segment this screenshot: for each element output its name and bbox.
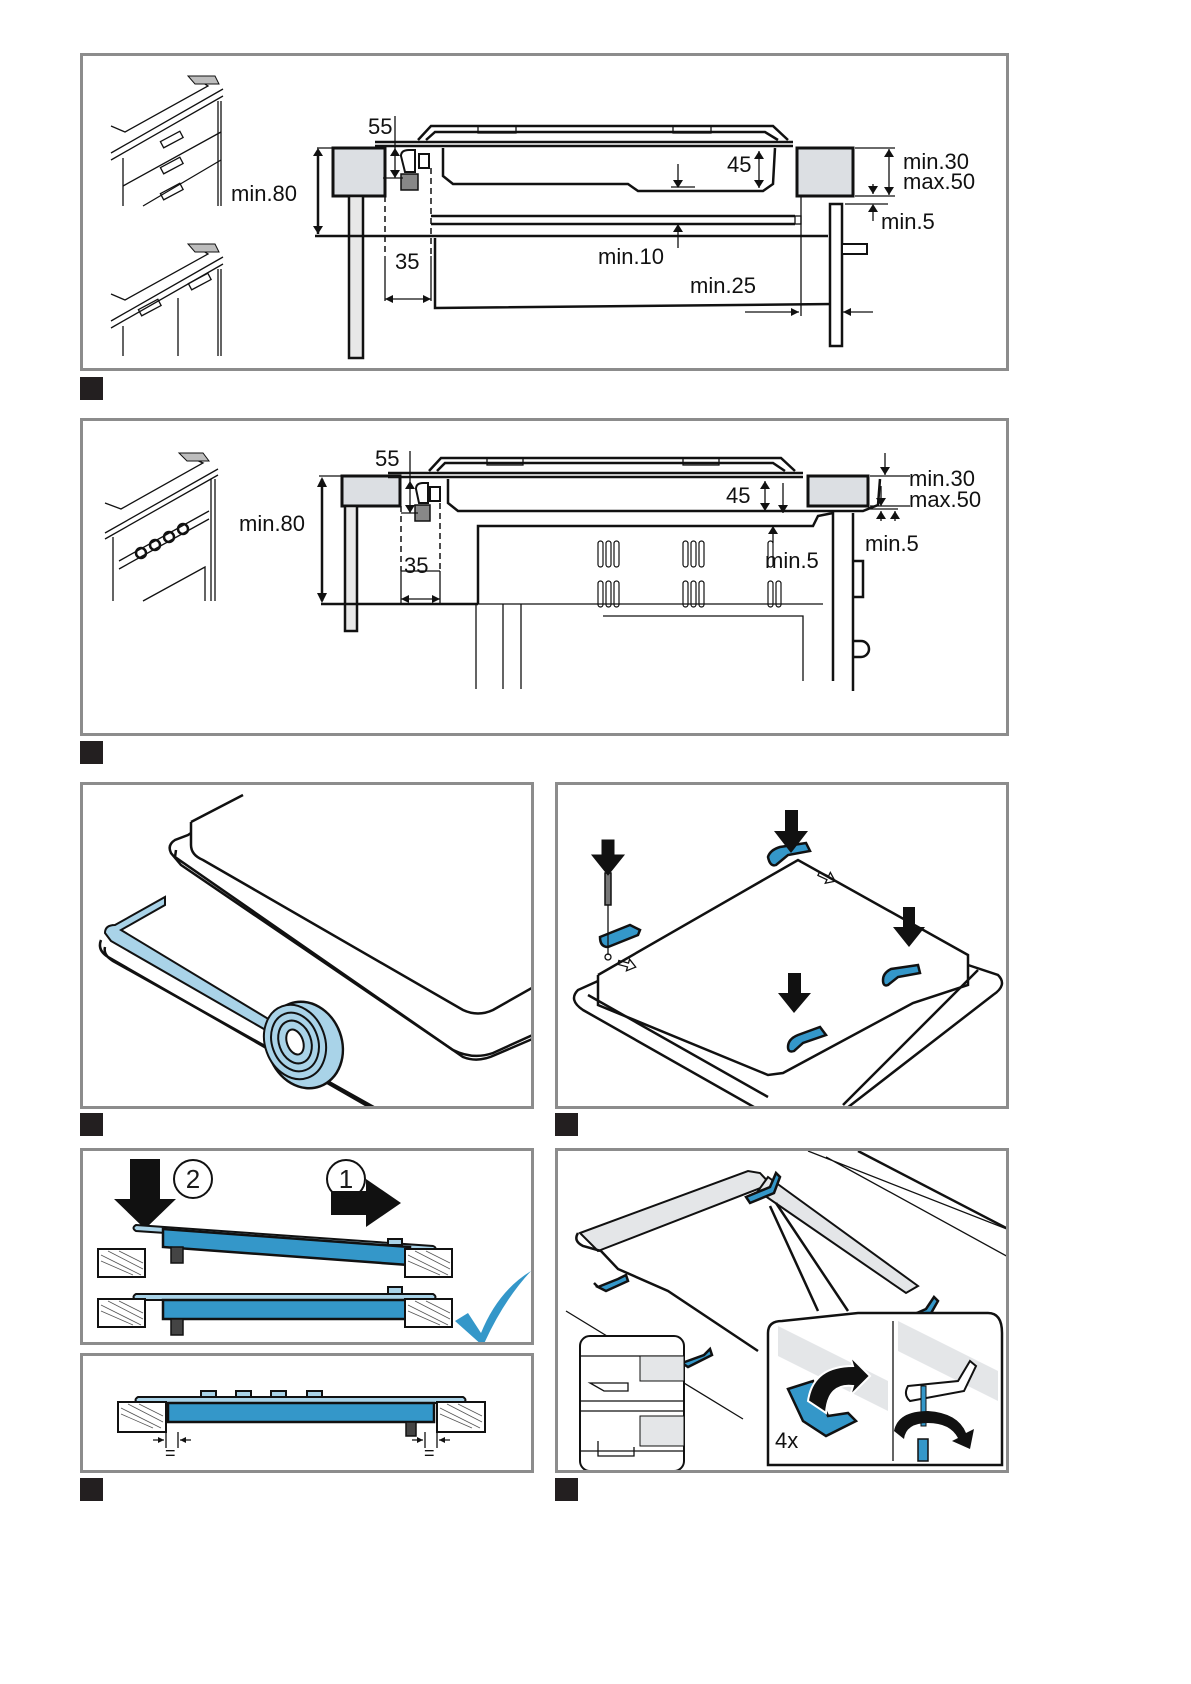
dim-label-45: 45 xyxy=(727,154,751,176)
drawer-cabinet-illustration xyxy=(111,76,223,206)
figure-2-panel: 55 min.80 35 45 min.5 min.30 max.50 min.… xyxy=(80,418,1009,736)
step-1-badge: 1 xyxy=(326,1159,366,1199)
figure-3-panel xyxy=(80,782,534,1109)
figure-1-drawing xyxy=(83,56,1009,371)
dim-label-35: 35 xyxy=(404,555,428,577)
figure-4-drawing xyxy=(558,785,1009,1109)
dim-label-min5-inner: min.5 xyxy=(765,550,819,572)
dim-label-45: 45 xyxy=(726,485,750,507)
figure-7-marker xyxy=(555,1478,578,1501)
dim-label-max50: max.50 xyxy=(903,172,975,192)
count-label-4x: 4x xyxy=(775,1430,798,1452)
figure-3-marker xyxy=(80,1113,103,1136)
hob-with-sealing-tape xyxy=(100,795,534,1109)
step-2-badge: 2 xyxy=(173,1159,213,1199)
dim-label-55: 55 xyxy=(375,448,399,470)
dim-label-min30: min.30 xyxy=(909,469,975,489)
hob-section-drawing xyxy=(313,116,895,358)
hob-insertion-steps xyxy=(98,1159,531,1345)
figure-1-marker xyxy=(80,377,103,400)
dim-label-min80: min.80 xyxy=(231,183,297,205)
gap-equal-symbol-left: = xyxy=(165,1444,176,1462)
dim-label-max50: max.50 xyxy=(909,490,981,510)
door-cabinet-illustration xyxy=(111,244,223,356)
figure-6-drawing xyxy=(83,1356,534,1473)
dim-label-55: 55 xyxy=(368,116,392,138)
figure-2-drawing xyxy=(83,421,1009,736)
dim-label-min10: min.10 xyxy=(598,246,664,268)
dim-label-min80: min.80 xyxy=(239,513,305,535)
figure-7-drawing xyxy=(558,1151,1009,1473)
dim-label-min5-outer: min.5 xyxy=(865,533,919,555)
clip-tightening-illustration xyxy=(566,1151,1009,1471)
gap-equal-symbol-right: = xyxy=(424,1444,435,1462)
dim-label-min25: min.25 xyxy=(690,275,756,297)
figure-6-marker xyxy=(80,1478,103,1501)
push-down-arrow-icon xyxy=(114,1159,176,1229)
figure-4-panel xyxy=(555,782,1009,1109)
figure-2-marker xyxy=(80,741,103,764)
figure-6-panel: = = xyxy=(80,1353,534,1473)
figure-1-panel: 55 min.80 35 45 min.10 min.25 min.30 max… xyxy=(80,53,1009,371)
dim-label-min5: min.5 xyxy=(881,211,935,233)
dim-label-35: 35 xyxy=(395,251,419,273)
checkmark-icon xyxy=(455,1271,531,1345)
figure-5-panel: 2 1 xyxy=(80,1148,534,1345)
figure-7-panel: 4x xyxy=(555,1148,1009,1473)
oven-cabinet-illustration xyxy=(105,453,218,601)
figure-3-drawing xyxy=(83,785,534,1109)
hob-seated-in-worktop xyxy=(118,1391,485,1448)
figure-4-marker xyxy=(555,1113,578,1136)
figure-5-drawing xyxy=(83,1151,534,1345)
hob-underside-with-clips xyxy=(574,810,1002,1109)
